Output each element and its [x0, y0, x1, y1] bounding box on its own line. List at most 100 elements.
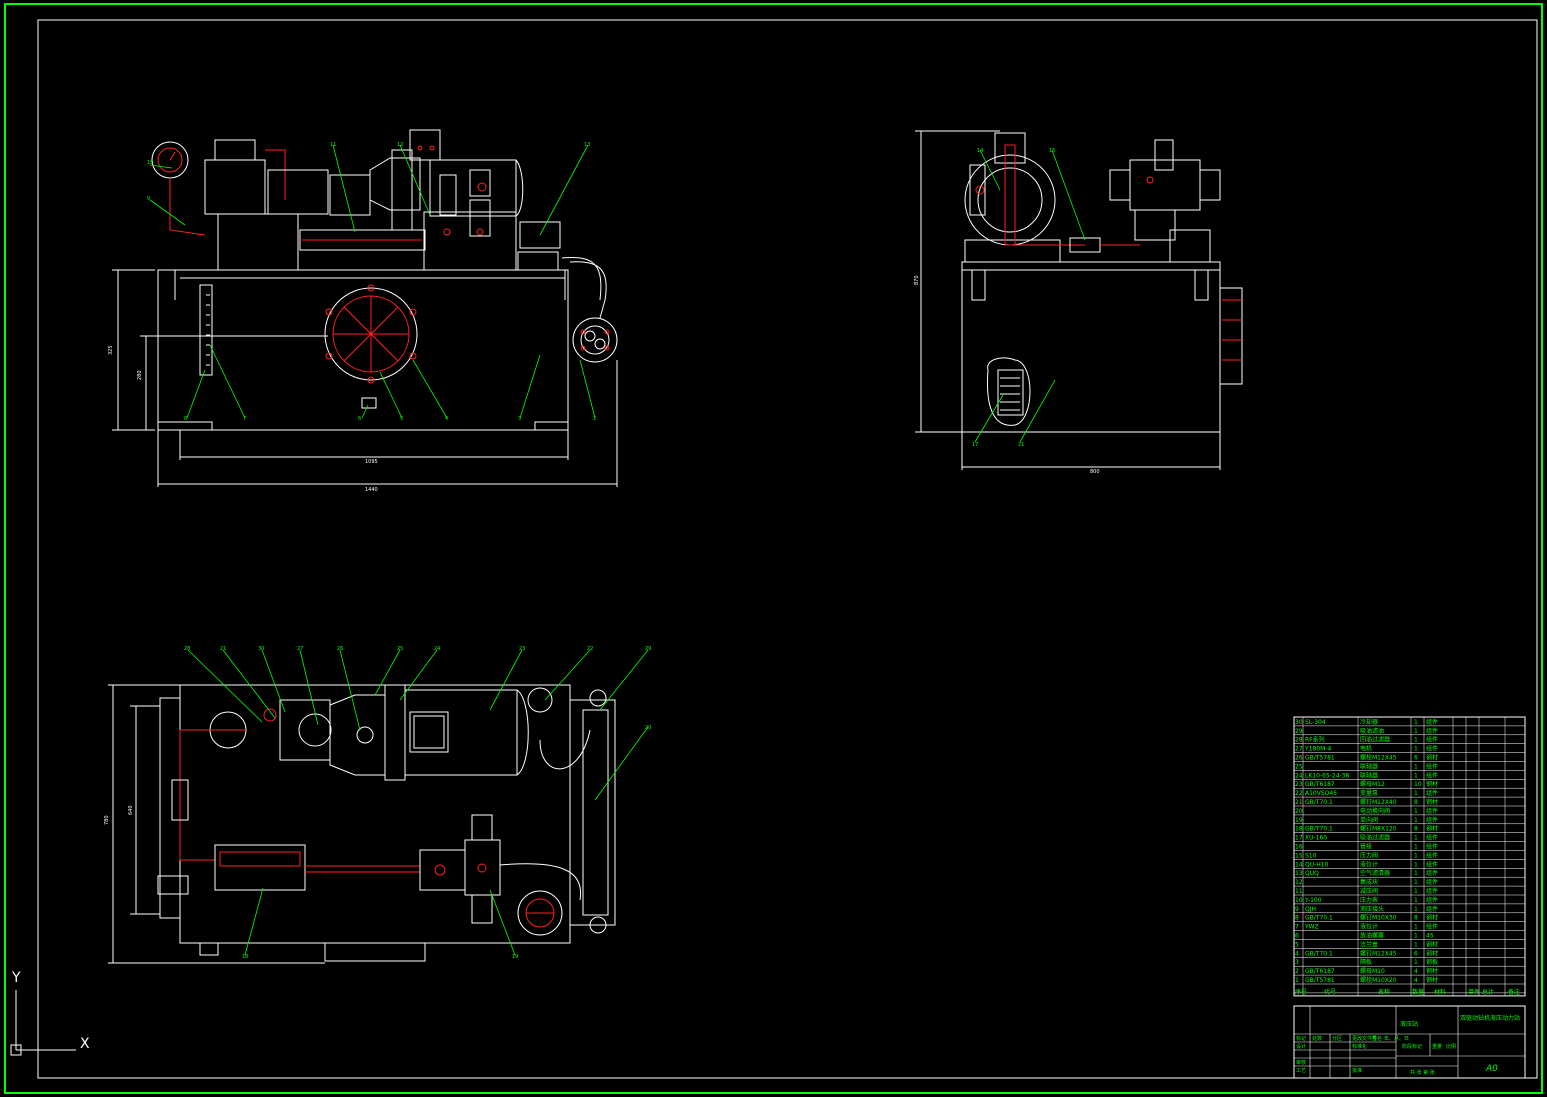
bom-code: Y180M-4 [1304, 746, 1331, 753]
bom-mat: 组件 [1426, 816, 1438, 824]
callout-22: 22 [587, 646, 593, 652]
outer-frame [4, 3, 1543, 1094]
callout-19: 19 [512, 954, 518, 960]
bom-code: Y-100 [1304, 897, 1322, 904]
callout-13: 13 [584, 142, 590, 148]
callout-28: 28 [184, 646, 190, 652]
bom-mat: 组件 [1426, 762, 1438, 770]
bom-no: 24 [1295, 772, 1303, 779]
bom-mat: 组件 [1426, 727, 1438, 735]
bom-no: 20 [1295, 808, 1303, 815]
dim-780: 780 [104, 815, 110, 825]
bom-qty: 8 [1414, 826, 1418, 833]
bom-name: 管接 [1360, 843, 1372, 851]
bom-name: 螺栓M10X20 [1360, 976, 1397, 984]
bom-code: S10 [1305, 852, 1317, 859]
bom-name: 集成块 [1360, 878, 1378, 886]
bom-header-weight: 单件 总计 [1468, 988, 1494, 996]
bom-no: 6 [1295, 933, 1299, 940]
bom-mat: 组件 [1426, 834, 1438, 842]
top-view: 780 640 28 21 30 27 26 25 24 23 22 29 20… [104, 646, 651, 964]
bom-code: GB/T6187 [1305, 781, 1335, 788]
bom-no: 28 [1295, 737, 1303, 744]
bom-name: 压力阀 [1360, 851, 1378, 859]
bom-header-qty: 数量 [1412, 988, 1424, 996]
bom-code: RF系列 [1305, 736, 1325, 744]
callout-29: 29 [645, 646, 651, 652]
bom-mat: 组件 [1426, 718, 1438, 726]
callout-17: 17 [972, 442, 978, 448]
callout-27: 27 [297, 646, 303, 652]
bom-name: 螺母M10 [1360, 967, 1385, 975]
bom-mat: 钢材 [1426, 914, 1438, 922]
tb-label-sign: 签名 [1372, 1035, 1382, 1042]
callout-5: 5 [400, 416, 403, 422]
callout-15: 15 [1049, 148, 1055, 154]
bom-no: 15 [1295, 852, 1303, 859]
bom-qty: 1 [1414, 763, 1418, 770]
tb-label-design: 设计 [1296, 1043, 1306, 1050]
tb-label-stage: 阶段标记 [1402, 1043, 1422, 1050]
bom-qty: 8 [1414, 799, 1418, 806]
tb-label-date: 年、月、日 [1384, 1035, 1409, 1042]
bom-code: QJH [1305, 906, 1316, 913]
callout-30: 30 [258, 646, 264, 652]
bom-mat: 钢材 [1426, 940, 1438, 948]
callout-25: 25 [397, 646, 403, 652]
tb-label-change-doc: 更改文件号 [1352, 1035, 1377, 1042]
bom-mat: 组件 [1426, 843, 1438, 851]
bom-no: 7 [1295, 924, 1299, 931]
bom-name: 冷却器 [1360, 718, 1378, 726]
callout-24: 24 [434, 646, 440, 652]
bom-code: QU-H10 [1305, 861, 1329, 868]
bom-qty: 1 [1414, 888, 1418, 895]
bom-no: 26 [1295, 755, 1303, 762]
bom-header-note: 备注 [1508, 988, 1520, 996]
bom-name: 吸油过滤器 [1360, 834, 1390, 842]
bom-header-code: 代号 [1324, 988, 1336, 996]
bom-qty: 1 [1414, 959, 1418, 966]
bom-qty: 1 [1414, 728, 1418, 735]
bom-mat: 组件 [1426, 860, 1438, 868]
dim-1095: 1095 [365, 459, 378, 465]
bom-no: 23 [1295, 781, 1303, 788]
bom-name: 测压接头 [1360, 905, 1384, 913]
bom-name: 变量泵 [1360, 789, 1378, 797]
bom-code: GB/T70.1 [1305, 950, 1333, 957]
bom-qty: 1 [1414, 844, 1418, 851]
bom-no: 18 [1295, 826, 1303, 833]
tb-label-mark: 标记 [1296, 1035, 1306, 1042]
bom-qty: 4 [1414, 968, 1418, 975]
bom-qty: 1 [1414, 924, 1418, 931]
bom-code: GB/T70.1 [1305, 915, 1333, 922]
bom-qty: 1 [1414, 870, 1418, 877]
axis-y-label: Y [11, 970, 21, 986]
bom-qty: 1 [1414, 933, 1418, 940]
bom-mat: 组件 [1426, 851, 1438, 859]
bom-name: 吸油滤油 [1360, 727, 1384, 735]
bom-qty: 1 [1414, 835, 1418, 842]
bom-name: 螺钉M8X120 [1360, 825, 1397, 833]
bom-name: 联轴器 [1360, 771, 1378, 779]
bom-name: 螺钉M12X40 [1360, 798, 1397, 806]
bom-qty: 1 [1414, 817, 1418, 824]
dim-870: 870 [914, 275, 920, 285]
bom-name: 电动换向阀 [1360, 807, 1390, 815]
tb-label-weight: 重量 [1432, 1043, 1442, 1050]
bom-mat: 组件 [1426, 745, 1438, 753]
bom-qty: 1 [1414, 941, 1418, 948]
inner-frame [37, 19, 1538, 1079]
bom-no: 17 [1295, 835, 1303, 842]
bom-name: 放油螺塞 [1360, 932, 1384, 940]
bom-mat: 组件 [1426, 771, 1438, 779]
bom-code: GB/T70.1 [1305, 799, 1333, 806]
bom-no: 29 [1295, 728, 1303, 735]
bom-mat: 钢材 [1426, 949, 1438, 957]
bom-qty: 1 [1414, 852, 1418, 859]
bom-no: 11 [1295, 888, 1303, 895]
bom-mat: 45 [1426, 933, 1434, 940]
bom-code: GB/T6187 [1305, 968, 1335, 975]
bom-code: YWZ [1304, 924, 1319, 931]
